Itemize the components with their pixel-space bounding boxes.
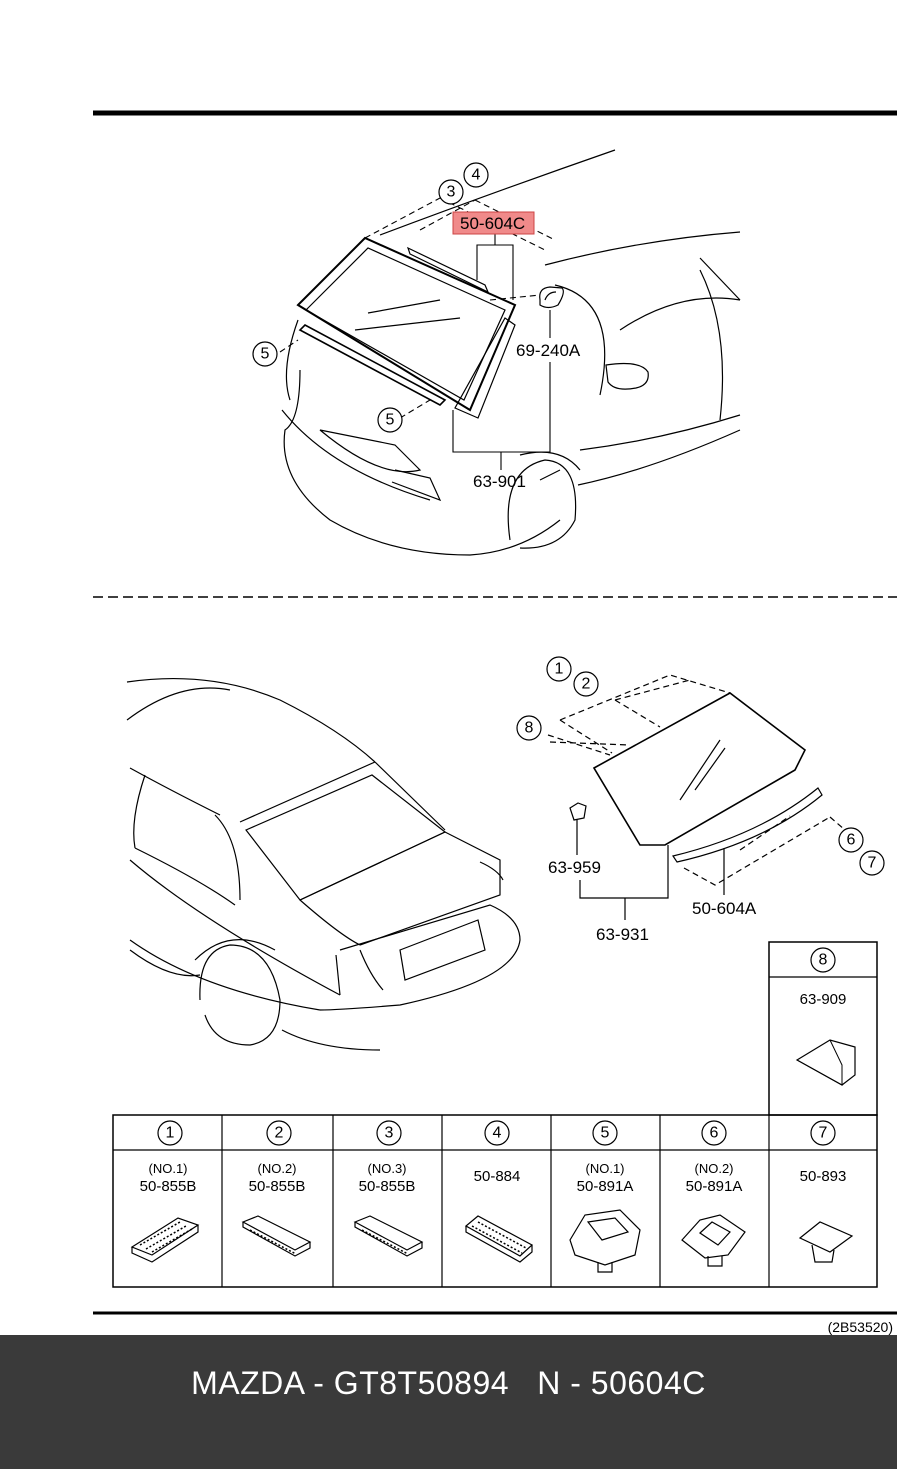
rear-glass-drawing bbox=[547, 674, 846, 920]
svg-text:(NO.3): (NO.3) bbox=[368, 1161, 407, 1176]
callout-3-top: 3 bbox=[438, 179, 464, 205]
part-label-63-901: 63-901 bbox=[473, 472, 526, 491]
svg-text:(NO.2): (NO.2) bbox=[695, 1161, 734, 1176]
table-cell-7: 7 50-893 bbox=[798, 1120, 854, 1263]
svg-text:7: 7 bbox=[819, 1125, 828, 1142]
svg-text:8: 8 bbox=[819, 952, 828, 969]
svg-text:4: 4 bbox=[472, 167, 481, 184]
callout-8-rear: 8 bbox=[516, 715, 542, 741]
svg-text:3: 3 bbox=[385, 1125, 394, 1142]
callout-5-left: 5 bbox=[252, 341, 278, 367]
svg-text:2: 2 bbox=[275, 1125, 284, 1142]
top-leaders bbox=[279, 197, 561, 481]
table-cell-5: 5 (NO.1) 50-891A bbox=[569, 1120, 641, 1273]
svg-text:6: 6 bbox=[847, 832, 856, 849]
svg-text:(NO.1): (NO.1) bbox=[149, 1161, 188, 1176]
highlighted-part-label: 50-604C bbox=[460, 214, 525, 233]
callout-5-bottom: 5 bbox=[377, 407, 403, 433]
callout-6-rear: 6 bbox=[838, 827, 864, 853]
svg-text:50-855B: 50-855B bbox=[359, 1178, 416, 1195]
svg-text:(NO.1): (NO.1) bbox=[586, 1161, 625, 1176]
svg-text:5: 5 bbox=[386, 412, 395, 429]
svg-text:63-909: 63-909 bbox=[800, 991, 847, 1008]
svg-text:50-884: 50-884 bbox=[474, 1168, 521, 1185]
diagram-id: (2B53520) bbox=[828, 1319, 893, 1335]
svg-text:4: 4 bbox=[493, 1125, 502, 1142]
part-label-63-931: 63-931 bbox=[596, 925, 649, 944]
svg-text:6: 6 bbox=[710, 1125, 719, 1142]
front-car-drawing bbox=[281, 149, 741, 556]
svg-text:50-855B: 50-855B bbox=[140, 1178, 197, 1195]
svg-text:7: 7 bbox=[868, 855, 877, 872]
footer-part-number: MAZDA - GT8T50894 N - 50604C bbox=[191, 1365, 706, 1401]
svg-text:2: 2 bbox=[582, 676, 591, 693]
table-cell-6: 6 (NO.2) 50-891A bbox=[681, 1120, 746, 1267]
callout-1-rear: 1 bbox=[546, 656, 572, 682]
svg-text:5: 5 bbox=[601, 1125, 610, 1142]
svg-text:3: 3 bbox=[447, 184, 456, 201]
part-label-63-959: 63-959 bbox=[548, 858, 601, 877]
side-box-8: 8 63-909 bbox=[768, 941, 878, 1116]
svg-text:50-855B: 50-855B bbox=[249, 1178, 306, 1195]
table-cell-2: 2 (NO.2) 50-855B bbox=[241, 1120, 312, 1257]
parts-table bbox=[112, 1114, 878, 1288]
svg-text:50-891A: 50-891A bbox=[686, 1178, 743, 1195]
rear-car-drawing bbox=[126, 677, 521, 1051]
part-label-50-604A: 50-604A bbox=[692, 899, 757, 918]
callout-4-top: 4 bbox=[463, 162, 489, 188]
table-cell-3: 3 (NO.3) 50-855B bbox=[353, 1120, 424, 1257]
svg-text:1: 1 bbox=[555, 661, 564, 678]
svg-text:50-893: 50-893 bbox=[800, 1168, 847, 1185]
svg-text:5: 5 bbox=[261, 346, 270, 363]
callout-7-rear: 7 bbox=[859, 850, 885, 876]
footer-bar: MAZDA - GT8T50894 N - 50604C bbox=[0, 1335, 897, 1469]
svg-text:50-891A: 50-891A bbox=[577, 1178, 634, 1195]
table-cell-4: 4 50-884 bbox=[464, 1120, 534, 1263]
part-label-69-240A: 69-240A bbox=[516, 341, 581, 360]
highlight-box bbox=[452, 211, 535, 235]
svg-text:8: 8 bbox=[525, 720, 534, 737]
table-cell-1: 1 (NO.1) 50-855B bbox=[130, 1120, 200, 1263]
svg-text:(NO.2): (NO.2) bbox=[258, 1161, 297, 1176]
svg-text:1: 1 bbox=[166, 1125, 175, 1142]
parts-diagram: 50-604C 3 4 5 5 69-240A 63-901 bbox=[93, 110, 897, 1335]
callout-2-rear: 2 bbox=[573, 671, 599, 697]
